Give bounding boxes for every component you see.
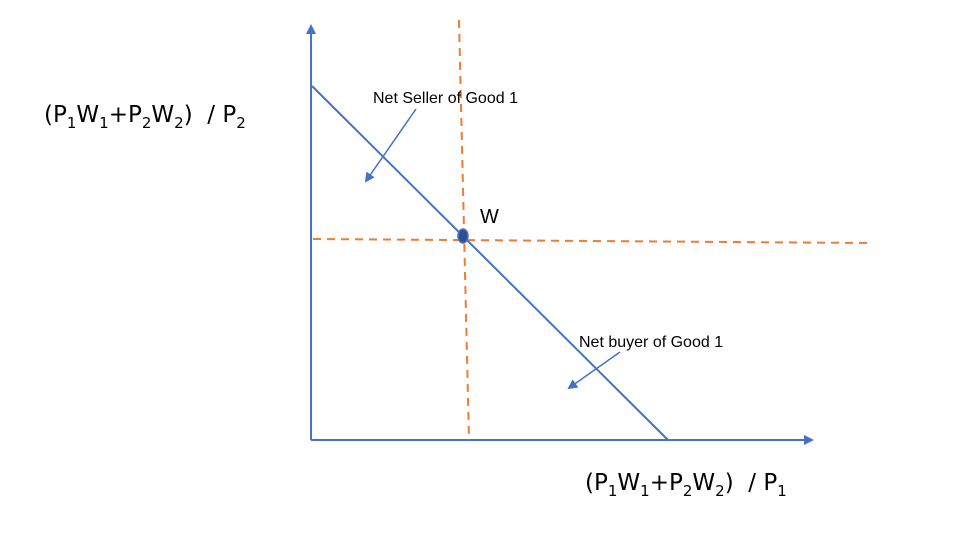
x-axis-label: (P1W1+P2W2) / P1 <box>585 470 787 500</box>
endowment-point <box>457 228 469 244</box>
y-axis-label: (P1W1+P2W2) / P2 <box>44 102 246 132</box>
net-buyer-arrow <box>567 351 621 390</box>
net-buyer-label: Net buyer of Good 1 <box>579 334 723 351</box>
net-seller-arrow <box>364 108 417 183</box>
net-seller-label: Net Seller of Good 1 <box>373 90 518 107</box>
budget-line <box>311 85 669 441</box>
horizontal-dashed-line <box>312 238 869 244</box>
endowment-point-label: W <box>480 206 499 228</box>
